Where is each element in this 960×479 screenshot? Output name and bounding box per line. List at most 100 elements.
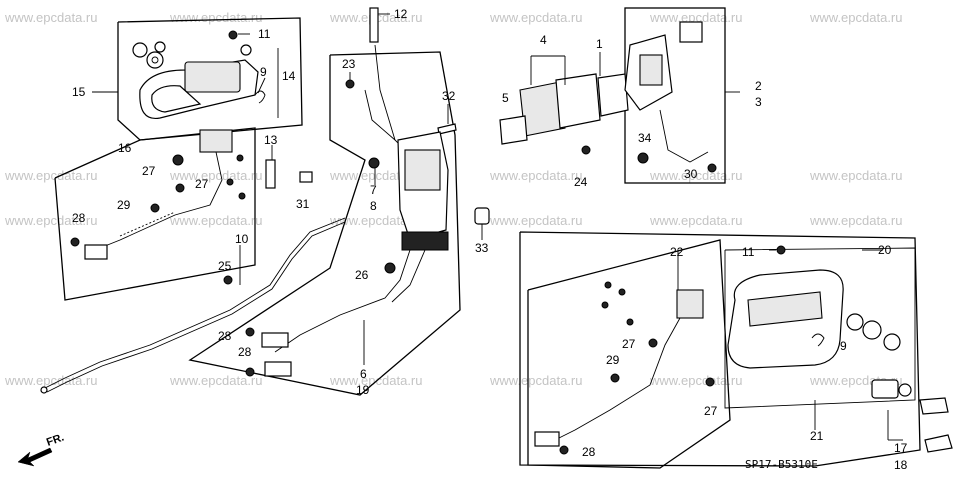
callout-24: 24 — [574, 175, 588, 189]
key-cylinder — [871, 379, 953, 453]
watermark-text: www.epcdata.ru — [489, 373, 583, 388]
clip-34-icon — [637, 152, 649, 164]
callout-27: 27 — [622, 337, 636, 351]
callout-1: 1 — [596, 37, 603, 51]
key — [919, 397, 949, 415]
callout-33: 33 — [475, 241, 489, 255]
callout-8: 8 — [370, 199, 377, 213]
clip-26-icon — [384, 262, 396, 274]
callout-13: 13 — [264, 133, 278, 147]
watermark-text: www.epcdata.ru — [329, 213, 423, 228]
handle-bushing — [146, 51, 164, 69]
small-fasteners — [265, 7, 490, 225]
outside-harness-frame — [527, 239, 731, 469]
watermark-text: www.epcdata.ru — [489, 10, 583, 25]
callout-31: 31 — [296, 197, 310, 211]
outside-handle-subframe — [724, 247, 916, 409]
watermark-text: www.epcdata.ru — [649, 213, 743, 228]
callout-labels: 11 9 14 15 16 27 27 29 28 13 31 12 23 32… — [72, 7, 908, 472]
callout-16: 16 — [118, 141, 132, 155]
callout-27: 27 — [195, 177, 209, 191]
watermark-text: www.epcdata.ru — [4, 168, 98, 183]
actuator-connector — [679, 21, 703, 43]
outside-handle — [727, 245, 901, 369]
clip-28-icon — [245, 367, 255, 377]
clip-27-icon — [175, 183, 185, 193]
inside-harness-frame — [54, 127, 256, 301]
handle-washer — [132, 42, 148, 58]
clip-7-icon — [368, 157, 380, 169]
callout-29: 29 — [606, 353, 620, 367]
bolt-31 — [299, 171, 313, 183]
clip-27-icon — [705, 377, 715, 387]
clip-28-icon — [70, 237, 80, 247]
callout-15: 15 — [72, 85, 86, 99]
watermark-text: www.epcdata.ru — [329, 373, 423, 388]
cable-line — [44, 217, 346, 389]
clip-28-icon — [559, 445, 569, 455]
callout-19: 19 — [356, 383, 370, 397]
callout-26: 26 — [355, 268, 369, 282]
callout-10: 10 — [235, 232, 249, 246]
clip-27-icon — [172, 154, 184, 166]
callout-12: 12 — [394, 7, 408, 21]
lock-escutcheon-parts — [499, 73, 629, 155]
screw-11-icon — [776, 245, 786, 255]
group-frames — [54, 7, 921, 469]
actuator-wire — [659, 109, 709, 163]
callout-34: 34 — [638, 131, 652, 145]
clip-29-icon — [150, 203, 160, 213]
callout-28: 28 — [218, 329, 232, 343]
handle-seal — [846, 313, 864, 331]
callout-28: 28 — [582, 445, 596, 459]
outside-harness — [534, 281, 715, 455]
watermark-text: www.epcdata.ru — [169, 168, 263, 183]
outside-handle-recess — [747, 291, 823, 327]
rod-clip-9 — [811, 333, 825, 347]
latch-actuator — [245, 44, 449, 377]
callout-14: 14 — [282, 69, 296, 83]
clip-29-icon — [610, 373, 620, 383]
watermark-text: www.epcdata.ru — [489, 213, 583, 228]
callout-30: 30 — [684, 167, 698, 181]
watermark-text: www.epcdata.ru — [169, 373, 263, 388]
cylinder-pad-5 — [499, 115, 528, 145]
release-cable — [40, 217, 346, 394]
watermark-text: www.epcdata.ru — [809, 168, 903, 183]
callout-21: 21 — [810, 429, 824, 443]
latch-actuator-frame — [188, 51, 461, 396]
latch-rod — [364, 89, 396, 141]
front-label: FR. — [45, 431, 66, 448]
callout-22: 22 — [670, 245, 684, 259]
callout-5: 5 — [502, 91, 509, 105]
front-direction-indicator: FR. — [17, 431, 66, 467]
callout-17: 17 — [894, 441, 908, 455]
clip-25-icon — [223, 275, 233, 285]
callout-27: 27 — [704, 404, 718, 418]
screw-24-icon — [581, 145, 591, 155]
actuator-unit — [639, 54, 663, 86]
actuator-harness — [274, 249, 411, 353]
harness-connector — [84, 244, 108, 260]
cylinder-plate-1 — [597, 73, 629, 117]
watermark-text: www.epcdata.ru — [809, 10, 903, 25]
outside-wire — [554, 317, 681, 441]
clip-27-icon — [648, 338, 658, 348]
watermark-text: www.epcdata.ru — [809, 213, 903, 228]
switch-connector — [199, 129, 233, 153]
outside-switch — [676, 289, 704, 319]
watermark-text: www.epcdata.ru — [4, 373, 98, 388]
callout-25: 25 — [218, 259, 232, 273]
screw-23-icon — [345, 79, 355, 89]
outside-handle-frame — [519, 231, 921, 467]
callout-9: 9 — [840, 339, 847, 353]
spring-clip — [240, 44, 252, 56]
diagram-code: SP17-B5310E — [745, 458, 818, 471]
inside-harness — [70, 129, 246, 260]
cylinder-seal-4 — [555, 73, 601, 129]
callout-4: 4 — [540, 33, 547, 47]
outside-connector — [534, 431, 560, 447]
callout-27: 27 — [142, 164, 156, 178]
watermark-text: www.epcdata.ru — [489, 168, 583, 183]
cylinder-body — [871, 379, 899, 399]
